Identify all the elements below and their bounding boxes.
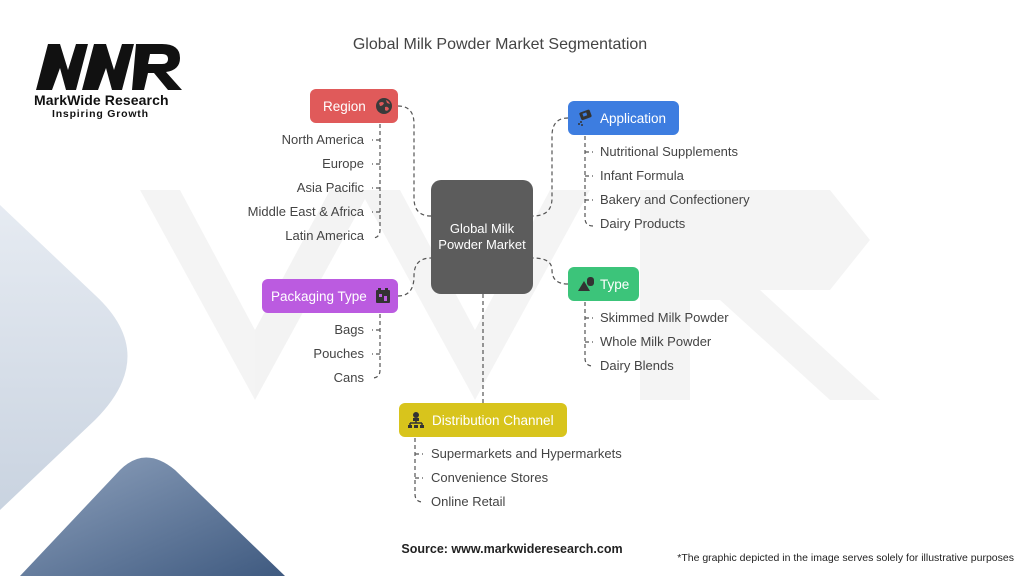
distribution-item: Online Retail: [431, 494, 506, 509]
category-application-label: Application: [600, 110, 667, 126]
category-distribution-label: Distribution Channel: [432, 412, 554, 428]
category-packaging: Packaging Type: [262, 279, 398, 313]
region-item: Europe: [322, 156, 364, 171]
network-icon: [407, 411, 425, 429]
package-icon: [374, 287, 392, 305]
connector-region: [397, 105, 432, 217]
mwr-logo-mark: [36, 44, 182, 90]
category-type: Type: [568, 267, 639, 301]
connector-packaging: [397, 257, 432, 297]
source-credit: Source: www.markwideresearch.com: [401, 542, 623, 556]
category-region-label: Region: [323, 98, 366, 114]
packaging-item: Cans: [333, 370, 364, 385]
brand-tagline: Inspiring Growth: [52, 108, 149, 120]
distribution-item: Supermarkets and Hypermarkets: [431, 446, 622, 461]
application-item: Nutritional Supplements: [600, 144, 739, 159]
shapes-icon: [576, 275, 594, 293]
application-item: Infant Formula: [600, 168, 684, 183]
distribution-item: Convenience Stores: [431, 470, 549, 485]
category-type-label: Type: [600, 276, 630, 292]
packaging-item: Bags: [334, 322, 364, 337]
globe-icon: [375, 97, 393, 115]
region-item: North America: [281, 132, 364, 147]
center-node: Global Milk Powder Market: [431, 180, 533, 294]
bg-shape-bottom: [20, 457, 285, 576]
application-item: Dairy Products: [600, 216, 686, 231]
type-item: Skimmed Milk Powder: [600, 310, 729, 325]
type-item: Whole Milk Powder: [600, 334, 712, 349]
region-item: Latin America: [285, 228, 364, 243]
region-item: Middle East & Africa: [247, 204, 364, 219]
brand-logo: MarkWide Research Inspiring Growth: [34, 40, 194, 120]
connector-packaging-items: [371, 314, 381, 379]
bg-shape-left: [0, 205, 128, 510]
category-packaging-label: Packaging Type: [271, 288, 367, 304]
packaging-item: Pouches: [313, 346, 364, 361]
connector-application-items: [584, 136, 594, 227]
category-distribution: Distribution Channel: [399, 403, 567, 437]
connector-application: [532, 117, 569, 217]
type-item: Dairy Blends: [600, 358, 674, 373]
diagram-title: Global Milk Powder Market Segmentation: [352, 36, 648, 53]
connector-type: [532, 257, 569, 285]
category-application: Application: [568, 101, 679, 135]
connector-region-items: [371, 124, 381, 239]
connector-type-items: [584, 302, 594, 367]
brand-name: MarkWide Research: [34, 92, 169, 108]
connector-distribution-items: [414, 438, 424, 503]
application-item: Bakery and Confectionery: [600, 192, 750, 207]
feeding-icon: [576, 109, 594, 127]
category-region: Region: [310, 89, 398, 123]
region-item: Asia Pacific: [296, 180, 364, 195]
disclaimer-note: *The graphic depicted in the image serve…: [677, 552, 1014, 564]
